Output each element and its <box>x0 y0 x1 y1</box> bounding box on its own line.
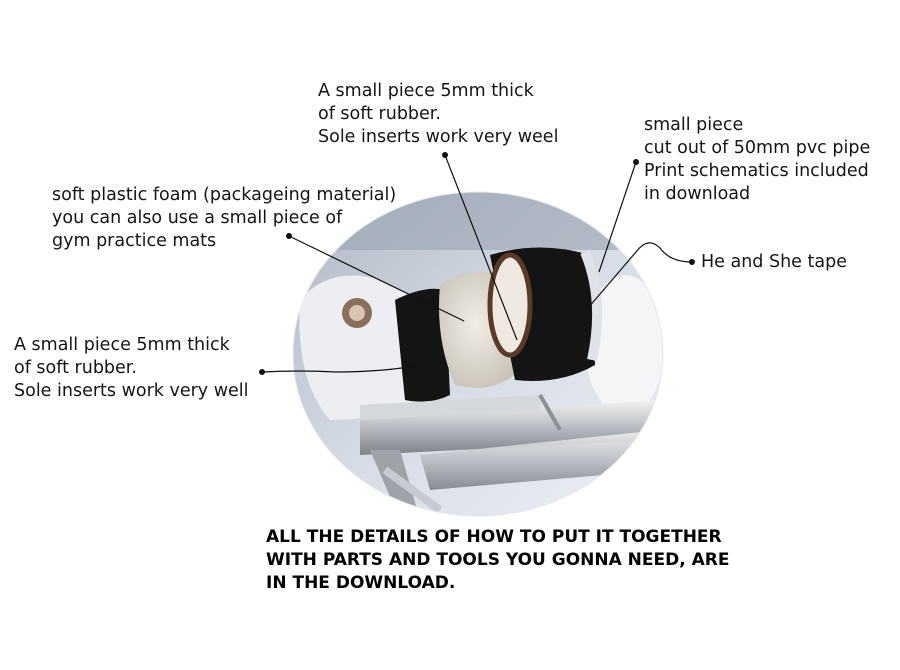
metal-rod-diagonal <box>420 430 660 490</box>
dot-pvc-pipe <box>633 159 639 165</box>
bracket <box>370 450 420 516</box>
leader-lines <box>261 154 693 373</box>
leader-top-rubber <box>444 154 518 341</box>
annotation-left-rubber: A small piece 5mm thick of soft rubber. … <box>14 335 249 401</box>
leader-tape <box>587 242 693 309</box>
right-cylinder <box>585 275 663 415</box>
leader-left-rubber <box>261 365 416 373</box>
dot-tape <box>689 259 695 265</box>
top-rubber-disc <box>487 252 533 358</box>
left-rubber-band <box>395 288 450 402</box>
dot-top-rubber <box>442 152 448 158</box>
dot-foam <box>286 233 292 239</box>
footer-note: ALL THE DETAILS OF HOW TO PUT IT TOGETHE… <box>266 527 730 593</box>
annotation-top-rubber: A small piece 5mm thick of soft rubber. … <box>318 81 559 147</box>
leader-dots <box>259 152 695 375</box>
leader-foam <box>288 235 465 322</box>
pvc-pipe-ring <box>580 250 603 362</box>
leader-pvc-pipe <box>598 161 637 273</box>
annotation-tape: He and She tape <box>701 252 847 272</box>
annotation-pvc-pipe: small piece cut out of 50mm pvc pipe Pri… <box>644 115 871 204</box>
dot-left-rubber <box>259 369 265 375</box>
metal-rod-upper <box>360 395 540 420</box>
annotation-foam: soft plastic foam (packageing material) … <box>52 185 397 251</box>
